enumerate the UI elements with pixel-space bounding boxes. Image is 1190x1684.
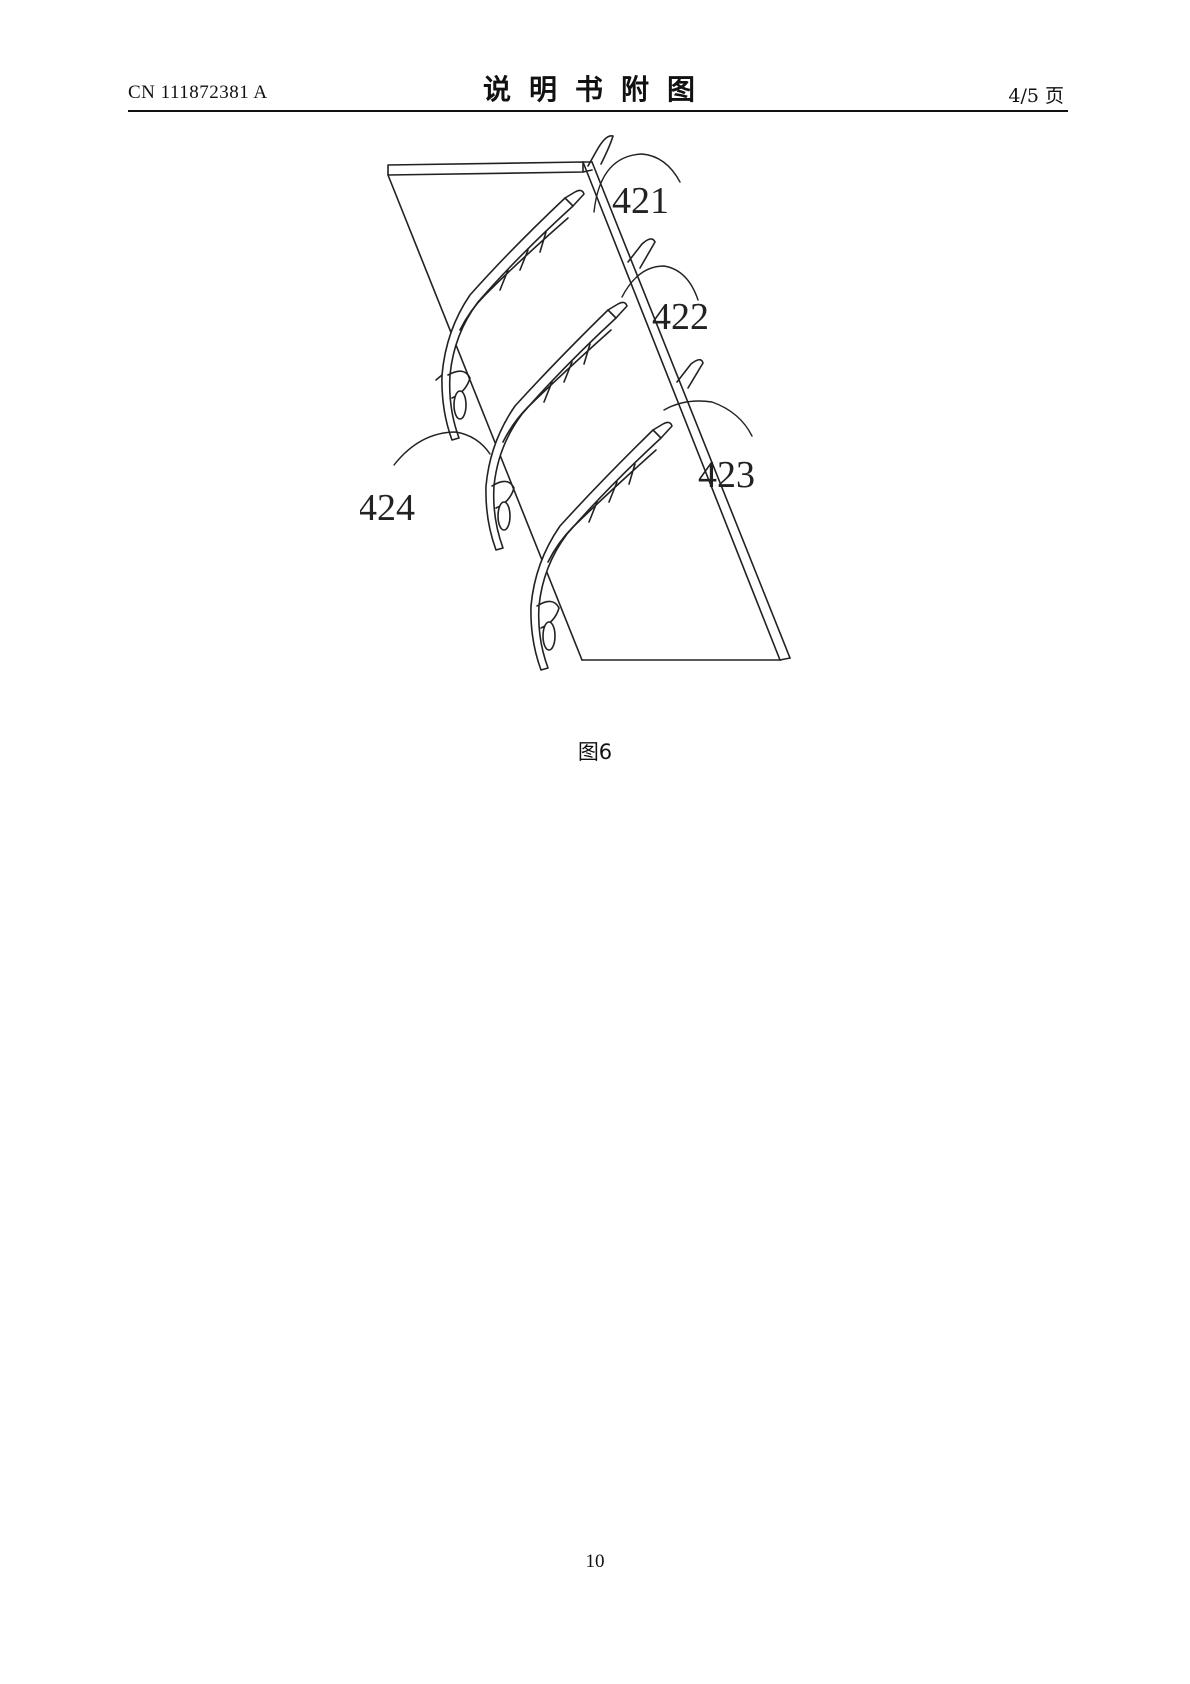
ref-label-422: 422 [652,296,709,338]
page-count: 4/5 页 [1008,85,1064,107]
figure-caption: 图6 [577,740,613,764]
blade-2 [485,301,628,551]
blade-1 [435,189,585,441]
figure-drawing: 421 422 423 424 [360,134,791,671]
page-header: CN 111872381 A 说明书附图 4/5 页 [128,64,1068,112]
ref-label-421: 421 [612,180,669,222]
header-rule [128,110,1068,112]
blade-3 [530,421,673,671]
ref-label-424: 424 [360,487,415,529]
ref-label-423: 423 [698,454,755,496]
document-title: 说明书附图 [482,73,713,106]
rear-fins [587,134,704,389]
plate [387,161,791,661]
page-number: 10 [585,1551,605,1572]
leader-lines [393,153,753,466]
patent-figure: 421 422 423 424 [360,120,830,700]
publication-number: CN 111872381 A [128,82,268,103]
